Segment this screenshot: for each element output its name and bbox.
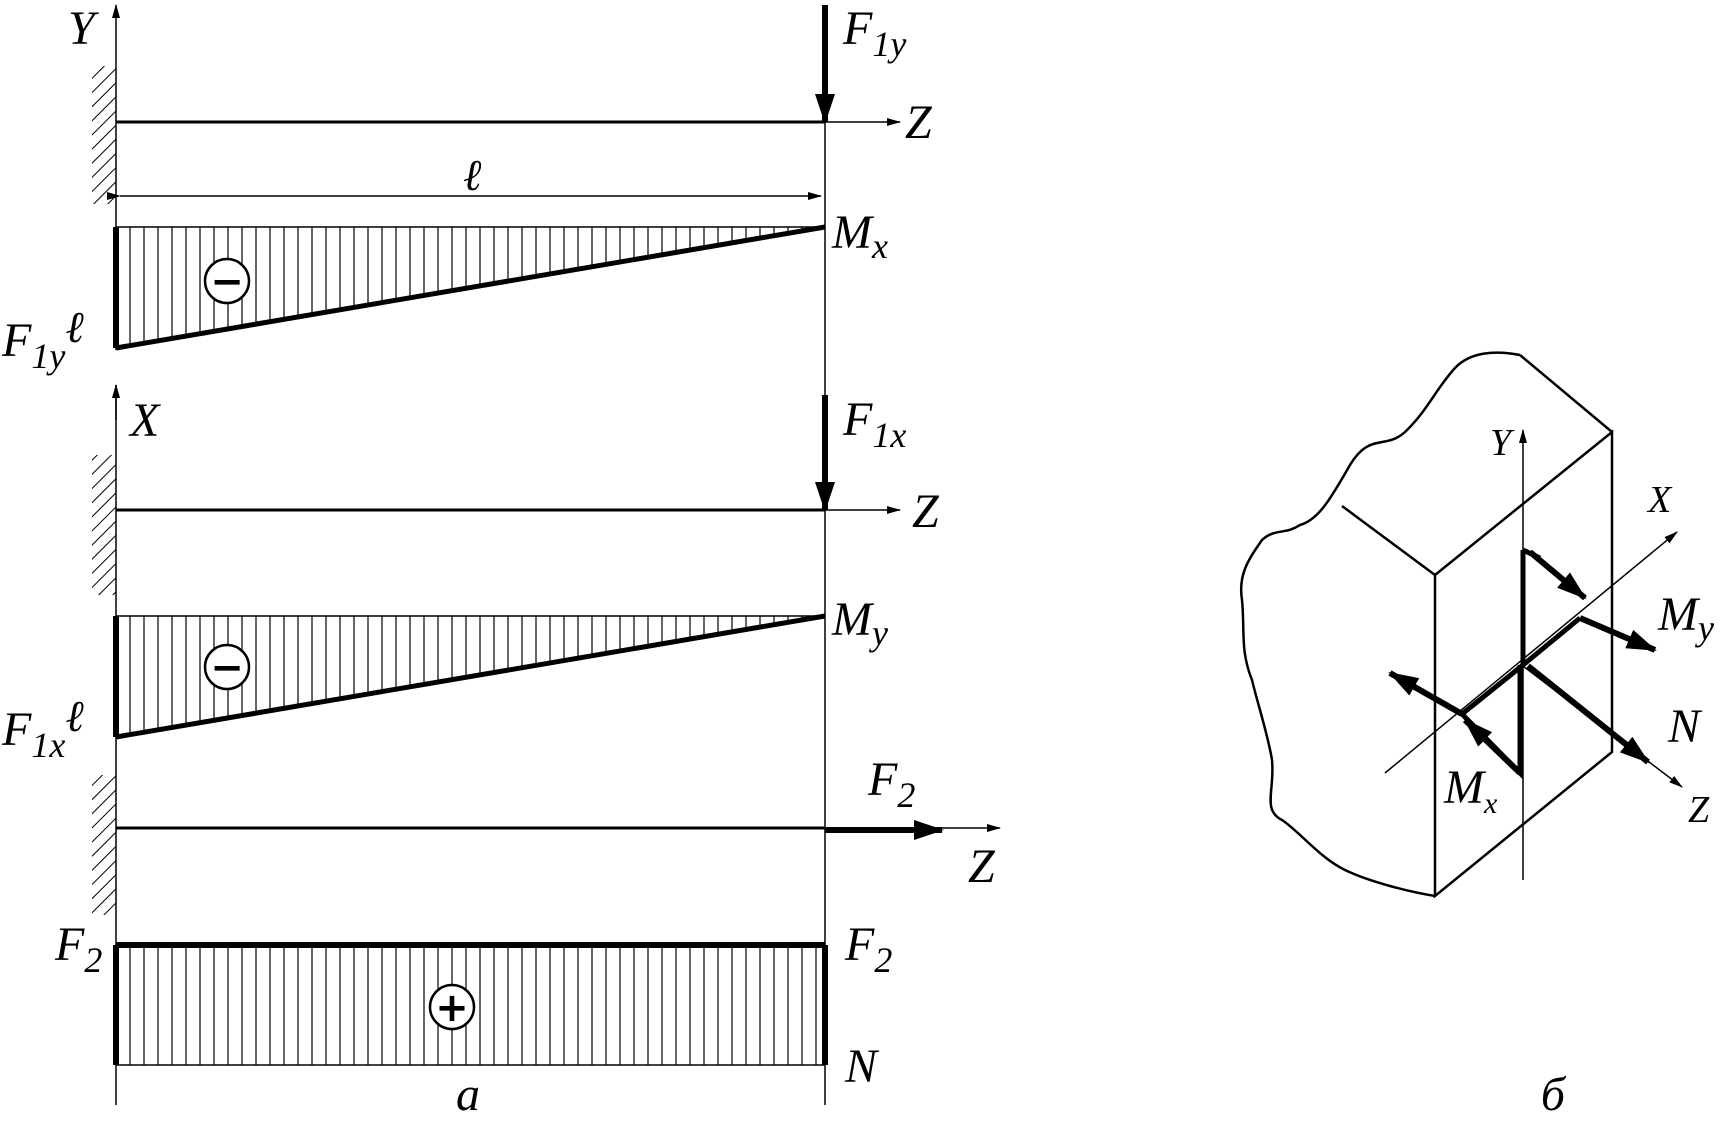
moment-zigzag-lower (1458, 663, 1525, 780)
wall-support-1 (92, 66, 116, 204)
part-b: Y X Z My N Mx б (1239, 351, 1714, 1121)
prism-left-edge-top (1341, 504, 1436, 577)
root-value-f1y-l: F1yℓ (1, 303, 84, 376)
wall-support-2 (92, 455, 116, 595)
sign-minus-2: − (203, 643, 251, 691)
length-label: ℓ (463, 151, 482, 200)
arrow-mx (1462, 717, 1523, 776)
arrow-n (1526, 663, 1650, 765)
axial-force-label: N (844, 1040, 880, 1093)
diagram-3: Z F2 F2 F2 N + (54, 753, 1001, 1093)
part-a: Y Z F1y ℓ Mx − F1yℓ (1, 2, 1001, 1121)
diagram-1: Y Z F1y ℓ Mx − F1yℓ (1, 2, 933, 376)
wall-support-3 (92, 775, 116, 915)
sign-plus: + (428, 983, 476, 1031)
force-f1x-label: F1x (842, 393, 906, 455)
x-axis-label: X (128, 394, 161, 447)
arrow-my (1578, 615, 1657, 653)
arrow-upper-diag (1528, 549, 1587, 601)
b-x-axis (1384, 531, 1678, 774)
z-axis-3-label: Z (968, 840, 996, 893)
svg-text:−: − (210, 645, 244, 691)
b-label-my: My (1657, 588, 1714, 648)
prism-front-face (1433, 429, 1614, 899)
root-value-f1x-l: F1xℓ (1, 692, 84, 765)
b-x-axis-label: X (1646, 479, 1673, 521)
z-axis-2-label: Z (912, 485, 940, 538)
sign-minus-1: − (203, 257, 251, 305)
force-f2-label: F2 (867, 753, 915, 815)
prism-top-edge (1519, 354, 1613, 433)
z-axis-1-label: Z (905, 96, 933, 149)
arrow-left (1388, 670, 1464, 717)
svg-text:−: − (210, 259, 244, 305)
b-label-mx: Mx (1443, 761, 1498, 820)
caption-a: а (456, 1068, 480, 1121)
b-y-axis-label: Y (1490, 422, 1515, 464)
b-z-axis-label: Z (1688, 789, 1710, 831)
left-value-f2: F2 (54, 918, 102, 980)
moment-mx-label: Mx (831, 206, 888, 266)
caption-b: б (1541, 1068, 1567, 1121)
b-label-n: N (1667, 700, 1703, 753)
diagram-2: X Z F1x My − F1xℓ (1, 384, 940, 765)
body-outline (1239, 351, 1521, 898)
moment-mx-diagram (113, 224, 826, 351)
svg-text:+: + (435, 985, 469, 1031)
moment-my-label: My (831, 593, 888, 653)
y-axis-label: Y (68, 2, 99, 55)
force-f1y-label: F1y (842, 2, 906, 64)
right-value-f2: F2 (844, 918, 892, 980)
